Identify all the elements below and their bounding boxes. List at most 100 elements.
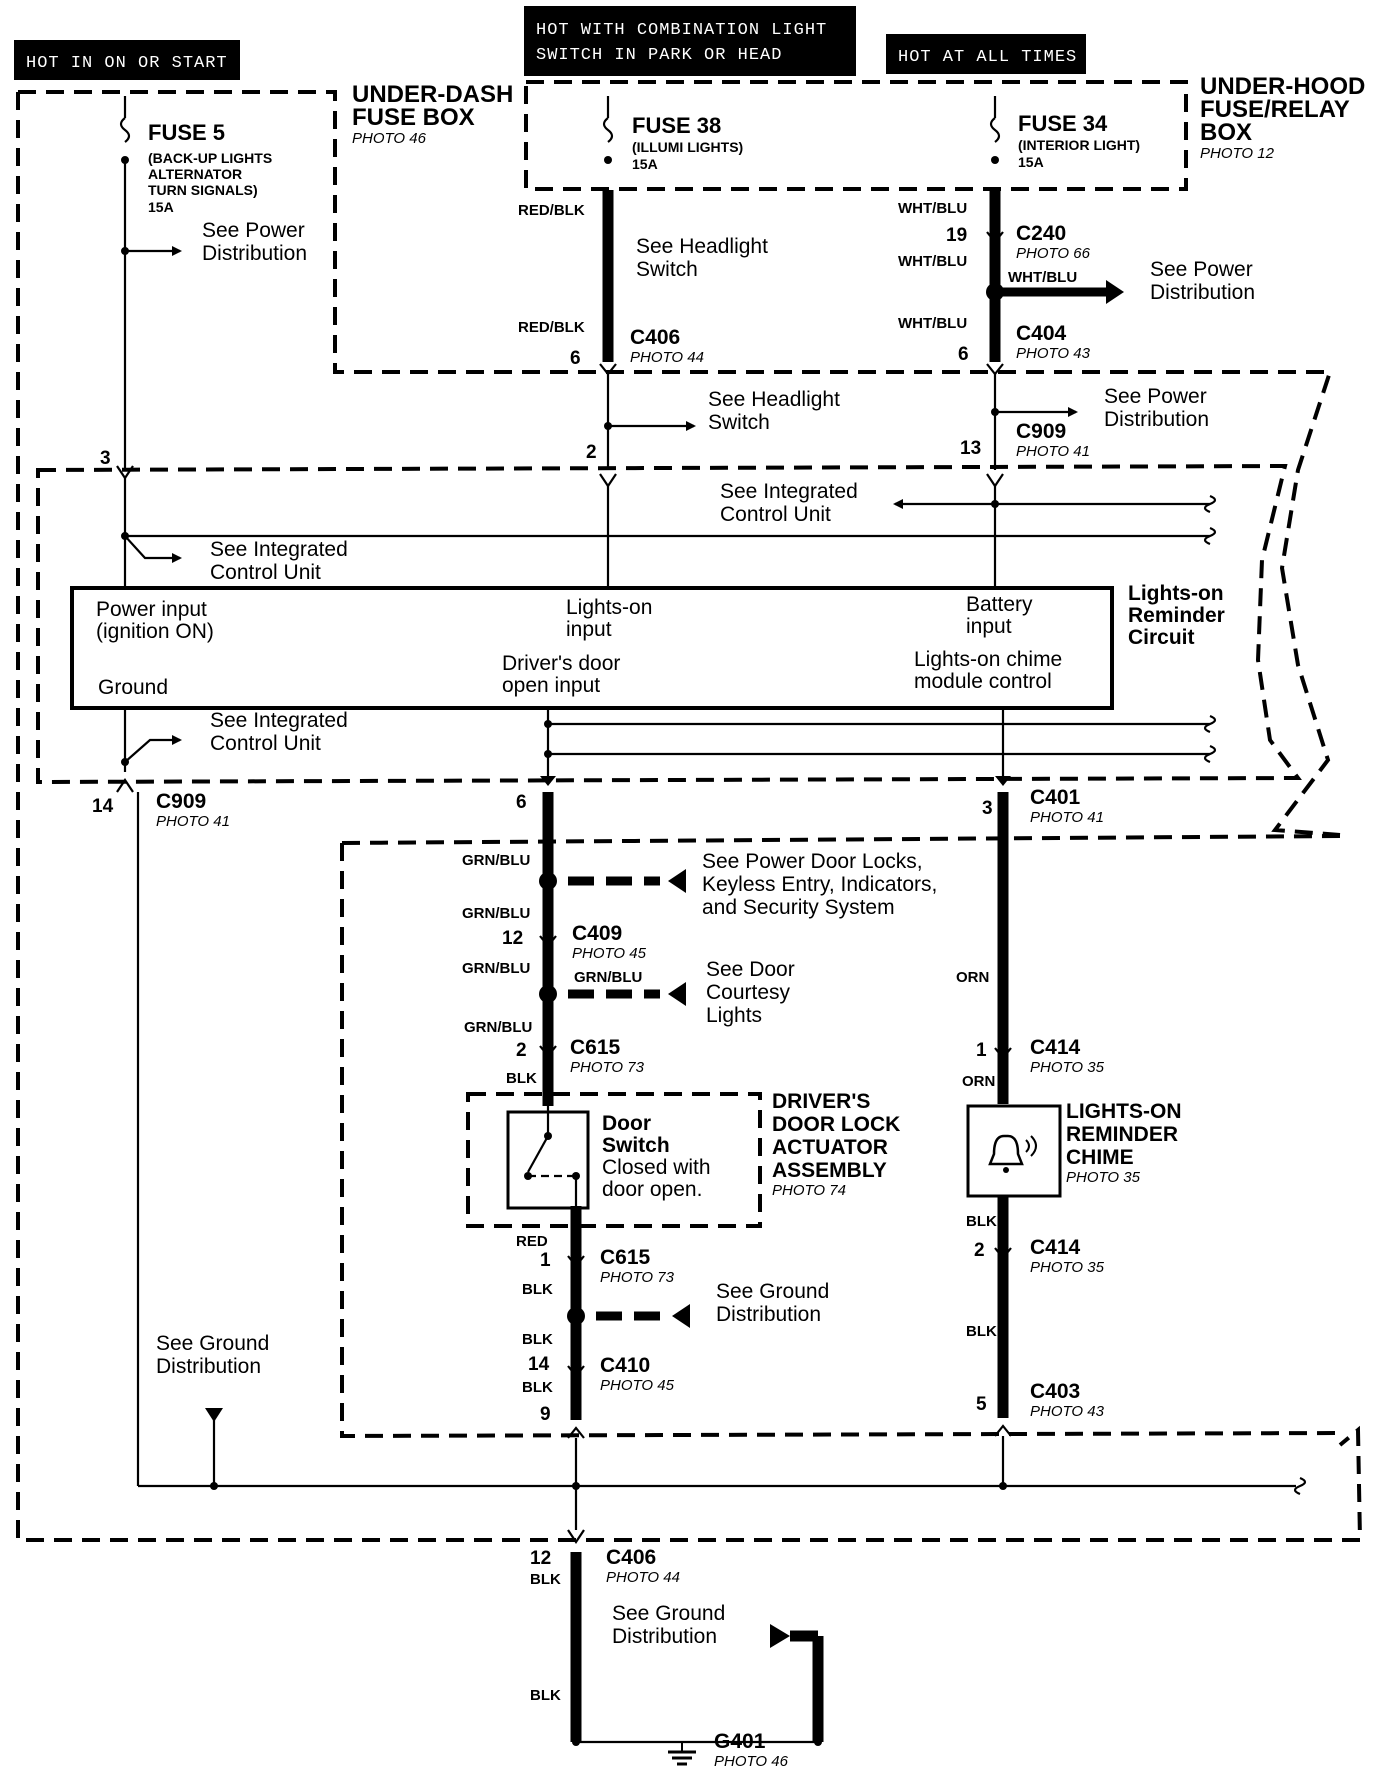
pin-1-c615: 1 xyxy=(540,1250,551,1271)
wire-label-wht-blu-2: WHT/BLU xyxy=(898,253,967,270)
chime-control-label-1: Lights-on chime xyxy=(914,648,1062,671)
connector-c404: C404 xyxy=(1016,322,1067,345)
lights-on-input-label-1: Lights-on xyxy=(566,596,652,619)
pin-2-c909: 2 xyxy=(586,442,597,463)
connector-c240: C240 xyxy=(1016,222,1066,245)
fuse-34: FUSE 34 (INTERIOR LIGHT) 15A xyxy=(989,96,1140,170)
wire-label-blk-3: BLK xyxy=(522,1331,553,1348)
chime-control-label-2: module control xyxy=(914,670,1052,693)
connector-c240-photo: PHOTO 66 xyxy=(1016,245,1091,262)
connector-c403: C403 xyxy=(1030,1380,1080,1403)
wire-break-marks xyxy=(1203,494,1307,1496)
connector-c406-bottom-photo: PHOTO 44 xyxy=(606,1569,680,1586)
ref-ground-2b: Distribution xyxy=(156,1355,261,1378)
fuse-38-desc: (ILLUMI LIGHTS) xyxy=(632,139,743,155)
ref-icu-3a: See Integrated xyxy=(210,709,348,732)
ref-power-dist-2a: See Power xyxy=(1150,258,1253,281)
wire-label-blk-1: BLK xyxy=(506,1070,537,1087)
pin-13-c909: 13 xyxy=(960,438,981,459)
ground-g401: G401 xyxy=(714,1730,766,1753)
fuse-34-name: FUSE 34 xyxy=(1018,111,1108,136)
connector-c410-photo: PHOTO 45 xyxy=(600,1377,675,1394)
connector-c414-bottom: C414 xyxy=(1030,1236,1081,1259)
left-circuit xyxy=(116,160,1296,1490)
under-hood-photo: PHOTO 12 xyxy=(1200,145,1275,162)
under-dash-photo: PHOTO 46 xyxy=(352,130,427,147)
ref-headlight-1b: Switch xyxy=(636,258,698,281)
banner-hot-all-times: HOT AT ALL TIMES xyxy=(886,34,1086,74)
pin-6-c406: 6 xyxy=(570,348,581,369)
connector-c403-photo: PHOTO 43 xyxy=(1030,1403,1105,1420)
right-top-circuit xyxy=(893,190,1210,586)
wire-label-red-blk-1: RED/BLK xyxy=(518,202,585,219)
fuse-5-desc-1: (BACK-UP LIGHTS xyxy=(148,150,272,166)
under-hood-title-1: UNDER-HOOD xyxy=(1200,73,1365,100)
fuse-5-amp: 15A xyxy=(148,199,174,215)
wire-label-blk-4: BLK xyxy=(522,1379,553,1396)
fuse-5-name: FUSE 5 xyxy=(148,120,225,145)
ref-ground-3a: See Ground xyxy=(612,1602,725,1625)
chime-title-2: REMINDER xyxy=(1066,1123,1178,1146)
chime-photo: PHOTO 35 xyxy=(1066,1169,1141,1186)
right-lower-circuit xyxy=(994,708,1012,1490)
door-open-input-label-1: Driver's door xyxy=(502,652,620,675)
connector-c409: C409 xyxy=(572,922,622,945)
door-open-input-label-2: open input xyxy=(502,674,600,697)
ref-icu-2a: See Integrated xyxy=(210,538,348,561)
power-input-label-2: (ignition ON) xyxy=(96,620,214,643)
ref-courtesy-3: Lights xyxy=(706,1004,762,1027)
wire-label-grn-blu-1: GRN/BLU xyxy=(462,852,530,869)
pin-6-c404: 6 xyxy=(958,344,969,365)
pin-12-c406: 12 xyxy=(530,1548,551,1569)
pin-1-c414: 1 xyxy=(976,1040,987,1061)
battery-input-label-2: input xyxy=(966,615,1012,638)
door-switch-desc-1: Closed with xyxy=(602,1156,711,1179)
wire-label-wht-blu-1: WHT/BLU xyxy=(898,200,967,217)
ref-power-dist-3b: Distribution xyxy=(1104,408,1209,431)
pin-2-c414: 2 xyxy=(974,1240,985,1261)
ref-power-dist-3a: See Power xyxy=(1104,385,1207,408)
center-top-circuit xyxy=(599,190,696,586)
wire-label-red: RED xyxy=(516,1233,548,1250)
banner-hot-in-on: HOT IN ON OR START xyxy=(14,40,240,80)
connector-c410: C410 xyxy=(600,1354,650,1377)
ref-power-dist-1a: See Power xyxy=(202,219,305,242)
actuator-title-2: DOOR LOCK xyxy=(772,1113,900,1136)
ref-icu-1b: Control Unit xyxy=(720,503,831,526)
fuse-38-amp: 15A xyxy=(632,156,658,172)
door-switch-title-2: Switch xyxy=(602,1134,670,1157)
connector-c615-top-photo: PHOTO 73 xyxy=(570,1059,645,1076)
ref-power-dist-2b: Distribution xyxy=(1150,281,1255,304)
connector-c615-bottom-photo: PHOTO 73 xyxy=(600,1269,675,1286)
lights-on-reminder-module: Power input (ignition ON) Lights-on inpu… xyxy=(70,586,1114,710)
connector-c404-photo: PHOTO 43 xyxy=(1016,345,1091,362)
ref-icu-1a: See Integrated xyxy=(720,480,858,503)
pin-6-c401: 6 xyxy=(516,792,527,813)
connector-c406-top-photo: PHOTO 44 xyxy=(630,349,704,366)
pin-3-c909: 3 xyxy=(100,448,111,469)
connector-c414-bottom-photo: PHOTO 35 xyxy=(1030,1259,1105,1276)
under-dash-fuse-box-boundary xyxy=(16,90,1363,1542)
connector-c615-top: C615 xyxy=(570,1036,621,1059)
ref-ground-2a: See Ground xyxy=(156,1332,269,1355)
under-hood-title-3: BOX xyxy=(1200,119,1252,146)
wire-label-grn-blu-4: GRN/BLU xyxy=(574,969,642,986)
battery-input-label-1: Battery xyxy=(966,593,1033,616)
banner-hot-in-on-text: HOT IN ON OR START xyxy=(26,54,228,73)
wire-label-blk-2: BLK xyxy=(522,1281,553,1298)
ref-ground-3b: Distribution xyxy=(612,1625,717,1648)
lights-on-circuit-title-3: Circuit xyxy=(1128,626,1195,649)
ref-ground-1b: Distribution xyxy=(716,1303,821,1326)
connector-c615-bottom: C615 xyxy=(600,1246,651,1269)
wire-label-blk-5: BLK xyxy=(530,1571,561,1588)
connector-c909-left-photo: PHOTO 41 xyxy=(156,813,230,830)
center-lower-circuit xyxy=(539,708,1210,1106)
ref-icu-3b: Control Unit xyxy=(210,732,321,755)
wire-label-grn-blu-3: GRN/BLU xyxy=(462,960,530,977)
connector-c909-left: C909 xyxy=(156,790,206,813)
door-switch-title-1: Door xyxy=(602,1112,651,1135)
ref-headlight-1a: See Headlight xyxy=(636,235,768,258)
lights-on-circuit-boundary xyxy=(36,463,1302,785)
fuse-34-desc: (INTERIOR LIGHT) xyxy=(1018,137,1140,153)
